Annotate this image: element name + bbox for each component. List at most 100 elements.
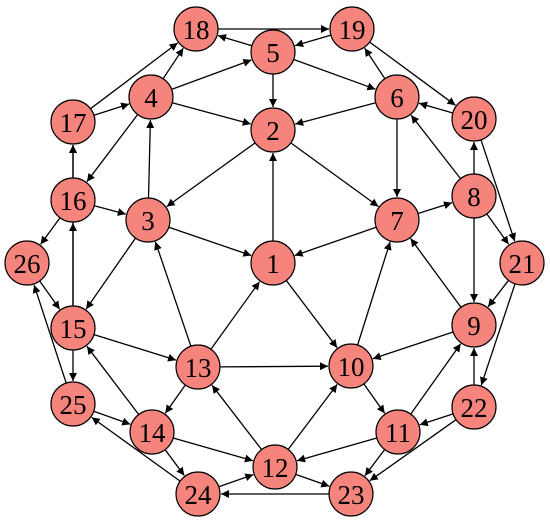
edge-7-to-1 xyxy=(294,226,377,257)
node-circle xyxy=(451,173,497,219)
edge-13-to-1 xyxy=(210,281,261,350)
node-label: 17 xyxy=(60,108,87,138)
edge-9-to-7 xyxy=(410,238,462,308)
node-label: 14 xyxy=(139,418,167,448)
edge-24-to-25 xyxy=(91,416,181,482)
node-circle xyxy=(50,305,96,351)
node-5: 5 xyxy=(250,29,296,75)
edge-11-to-12 xyxy=(296,437,377,463)
node-25: 25 xyxy=(50,381,96,427)
node-circle xyxy=(375,409,421,455)
node-circle xyxy=(374,74,420,120)
node-18: 18 xyxy=(173,6,219,52)
node-label: 1 xyxy=(266,249,280,279)
edge-13-to-10 xyxy=(219,362,329,371)
node-label: 18 xyxy=(183,15,210,45)
node-10: 10 xyxy=(328,343,374,389)
edge-26-to-15 xyxy=(39,280,61,310)
edge-17-to-18 xyxy=(90,42,179,110)
edge-13-to-3 xyxy=(154,241,192,347)
edge-14-to-24 xyxy=(164,449,185,476)
edge-3-to-4 xyxy=(146,119,155,199)
node-24: 24 xyxy=(175,471,221,517)
node-14: 14 xyxy=(129,409,175,455)
edge-15-to-13 xyxy=(93,333,177,362)
edge-3-to-1 xyxy=(168,226,252,257)
node-label: 25 xyxy=(60,390,87,420)
node-label: 8 xyxy=(467,182,481,212)
edge-5-to-18 xyxy=(217,34,253,47)
edge-5-to-6 xyxy=(293,58,376,91)
node-label: 2 xyxy=(266,116,280,146)
edge-22-to-23 xyxy=(369,419,457,482)
edge-11-to-23 xyxy=(364,449,386,477)
node-circle xyxy=(50,99,96,145)
node-label: 3 xyxy=(141,206,155,236)
node-circle xyxy=(250,107,296,153)
node-label: 24 xyxy=(185,480,213,510)
node-circle xyxy=(250,240,296,286)
node-3: 3 xyxy=(125,197,171,243)
node-label: 22 xyxy=(461,393,488,423)
edge-19-to-5 xyxy=(294,34,332,48)
node-label: 9 xyxy=(467,311,481,341)
node-11: 11 xyxy=(375,409,421,455)
node-circle xyxy=(175,344,221,390)
edge-4-to-18 xyxy=(162,47,184,80)
edge-12-to-13 xyxy=(211,384,263,450)
edge-22-to-11 xyxy=(419,413,454,427)
node-15: 15 xyxy=(50,305,96,351)
edge-6-to-2 xyxy=(295,102,376,126)
node-label: 21 xyxy=(509,249,536,279)
node-label: 20 xyxy=(461,105,488,135)
edge-14-to-12 xyxy=(173,437,254,463)
node-circle xyxy=(129,409,175,455)
edge-6-to-19 xyxy=(364,47,386,80)
node-label: 11 xyxy=(385,418,411,448)
edge-20-to-6 xyxy=(418,101,453,114)
node-7: 7 xyxy=(374,197,420,243)
edge-24-to-12 xyxy=(218,473,254,488)
edge-2-to-7 xyxy=(290,142,379,208)
node-label: 10 xyxy=(338,352,365,382)
edge-21-to-9 xyxy=(487,280,510,308)
node-6: 6 xyxy=(374,74,420,120)
edge-19-to-20 xyxy=(369,41,456,106)
node-circle xyxy=(250,29,296,75)
node-4: 4 xyxy=(128,74,174,120)
node-1: 1 xyxy=(250,240,296,286)
node-circle xyxy=(329,6,375,52)
edge-4-to-5 xyxy=(171,59,252,91)
edge-3-to-15 xyxy=(85,237,137,310)
node-8: 8 xyxy=(451,173,497,219)
edge-9-to-10 xyxy=(372,331,454,360)
node-23: 23 xyxy=(328,471,374,517)
node-circle xyxy=(4,240,50,286)
edge-4-to-2 xyxy=(172,102,251,126)
node-label: 15 xyxy=(60,314,87,344)
node-22: 22 xyxy=(451,384,497,430)
node-label: 23 xyxy=(338,480,365,510)
node-label: 16 xyxy=(60,186,87,216)
edge-14-to-15 xyxy=(86,345,140,415)
node-21: 21 xyxy=(499,240,545,286)
node-circle xyxy=(125,197,171,243)
edge-7-to-8 xyxy=(417,201,453,215)
edge-1-to-10 xyxy=(285,280,338,349)
node-label: 7 xyxy=(390,206,404,236)
edge-8-to-6 xyxy=(410,114,462,179)
node-circle xyxy=(328,343,374,389)
edge-4-to-16 xyxy=(86,114,139,183)
node-label: 4 xyxy=(144,83,158,113)
node-circle xyxy=(451,302,497,348)
node-label: 26 xyxy=(14,249,41,279)
node-2: 2 xyxy=(250,107,296,153)
node-26: 26 xyxy=(4,240,50,286)
node-circle xyxy=(499,240,545,286)
edge-25-to-14 xyxy=(93,410,131,426)
node-circle xyxy=(50,177,96,223)
node-16: 16 xyxy=(50,177,96,223)
